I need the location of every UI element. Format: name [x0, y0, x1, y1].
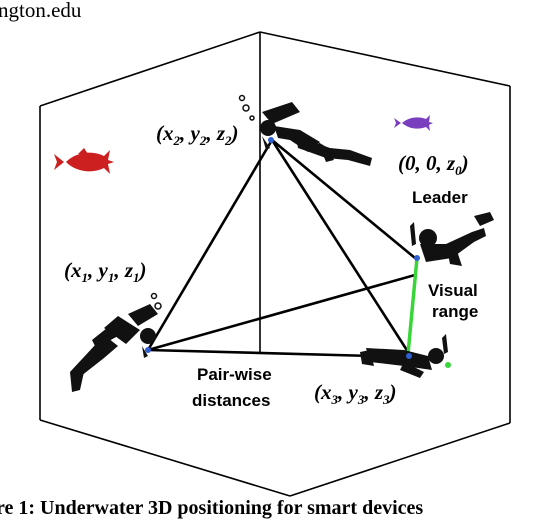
leader-device-marker [414, 255, 420, 261]
box-frame [39, 31, 511, 497]
purple-fish-icon [394, 115, 433, 131]
visual-range-label-line-1: Visual [428, 281, 478, 300]
distance-line-1-leader [147, 273, 416, 352]
pairwise-label-line-2: distances [192, 391, 270, 410]
diver-3-icon [360, 334, 448, 378]
leader-coordinate-label: (0, 0, z0) [398, 151, 469, 178]
header-text: ngton.edu [0, 0, 82, 22]
box-edge-back-left [39, 31, 261, 107]
leader-diver-icon [410, 212, 494, 266]
diver-1-icon [70, 292, 162, 392]
red-fish-icon [54, 148, 114, 174]
leader-label: Leader [412, 188, 468, 207]
figure-caption: re 1: Underwater 3D positioning for smar… [0, 497, 424, 519]
distance-line-1-2 [146, 139, 274, 351]
box-edge-floor-right [289, 422, 511, 497]
visual-range-line [406, 257, 419, 355]
diver-1-device-marker [145, 347, 151, 353]
diver-3-link-marker [406, 353, 412, 359]
diver-2-coordinate-label: (x2, y2, z2) [156, 121, 239, 148]
box-edge-back-right [259, 31, 511, 87]
visual-range-label-line-2: range [432, 302, 478, 321]
diver-3-coordinate-label: (x3, y3, z3) [314, 380, 397, 407]
distance-line-2-leader [271, 138, 416, 260]
distance-line-2-3 [270, 139, 412, 356]
pairwise-distance-lines [146, 138, 416, 359]
pairwise-label-line-1: Pair-wise [197, 365, 272, 384]
diver-2-icon [238, 94, 372, 166]
box-edge-floor-left [39, 419, 291, 497]
diver-2-device-marker [268, 137, 274, 143]
diver-3-device-marker [445, 362, 451, 368]
diver-1-coordinate-label: (x1, y1, z1) [64, 258, 147, 285]
